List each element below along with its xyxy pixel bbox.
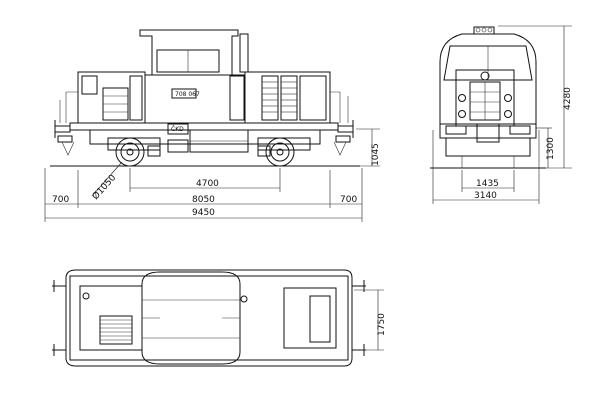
dim-text-4280: 4280 xyxy=(563,87,573,110)
side-handrail-right xyxy=(330,91,349,123)
front-view: 4280 1300 1435 3140 xyxy=(430,25,573,204)
dim-text-4700: 4700 xyxy=(196,179,219,189)
class-label: ČKD xyxy=(171,126,184,133)
dim-text-wheel-diameter: Ø1050 xyxy=(90,172,118,202)
dim-wheel-diameter: Ø1050 xyxy=(90,161,123,202)
side-buffer-left xyxy=(54,120,75,156)
dim-text-3140: 3140 xyxy=(474,191,497,201)
dim-bogie-width: 1750 xyxy=(354,289,387,351)
dim-overall-length: 9450 xyxy=(45,208,362,219)
top-buffers-right xyxy=(352,280,366,356)
dim-width: 3140 xyxy=(432,130,540,204)
dim-text-1435: 1435 xyxy=(476,179,499,189)
dim-text-1300: 1300 xyxy=(546,137,556,160)
top-buffers-left xyxy=(52,280,66,356)
dim-text-700-right: 700 xyxy=(340,195,357,205)
dim-text-9450: 9450 xyxy=(192,208,215,218)
dim-height: 4280 xyxy=(498,25,573,169)
dim-wheelbase: 4700 xyxy=(129,168,281,192)
top-frame-outline xyxy=(65,269,353,367)
side-buffer-right xyxy=(333,120,354,156)
side-bogie-right xyxy=(257,137,311,167)
side-handrail-left xyxy=(59,91,78,123)
dim-coupler-height: 1300 xyxy=(536,127,556,168)
dim-text-8050: 8050 xyxy=(192,195,215,205)
top-cab-roof xyxy=(141,271,241,365)
side-hood-left xyxy=(77,71,146,124)
dim-body-length: 700 8050 700 xyxy=(44,168,363,222)
dim-text-1045: 1045 xyxy=(371,143,381,166)
front-bogie xyxy=(445,137,531,157)
top-hood-right xyxy=(283,287,337,349)
dim-buffer-height: 1045 xyxy=(356,128,381,167)
dim-gauge: 1435 xyxy=(461,170,515,192)
side-bogie-left xyxy=(107,137,161,167)
side-view: 708 067 xyxy=(44,29,381,222)
dim-text-1750: 1750 xyxy=(377,313,387,336)
number-plate: 708 067 xyxy=(175,91,200,98)
front-hood xyxy=(455,69,515,127)
top-view: 1750 xyxy=(52,269,387,367)
side-hood-right xyxy=(229,71,331,124)
dim-text-700-left: 700 xyxy=(52,195,69,205)
